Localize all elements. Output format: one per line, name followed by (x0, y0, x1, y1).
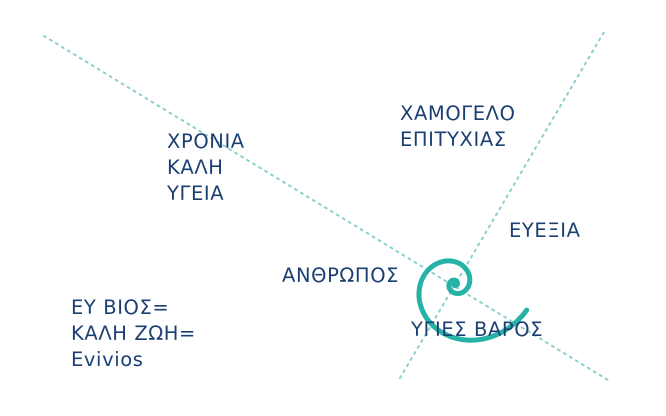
label-smile-success: ΧΑΜΟΓΕΛΟ ΕΠΙΤΥΧΙΑΣ (400, 102, 516, 151)
label-human: ΑΝΘΡΩΠΟΣ (282, 264, 400, 287)
label-healthy-weight: ΥΓΙΕΣ ΒΑΡΟΣ (411, 318, 544, 341)
label-good-life-evivios: ΕΥ ΒΙΟΣ= ΚΑΛΗ ΖΩΗ= Evivios (71, 296, 196, 371)
label-years-good-health: ΧΡΟΝΙΑ ΚΑΛΗ ΥΓΕΙΑ (167, 130, 245, 205)
golden-spiral (416, 258, 530, 343)
diagonal-guide-line (43, 35, 609, 381)
label-wellbeing: ΕΥΕΞΙΑ (509, 219, 581, 242)
